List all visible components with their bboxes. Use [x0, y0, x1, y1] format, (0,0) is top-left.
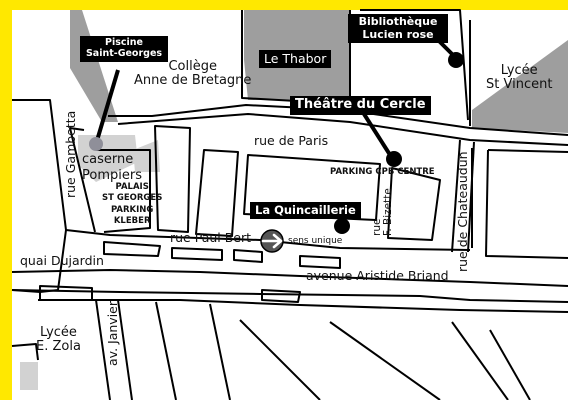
label-palais: PALAIS ST GEORGES PARKING KLEBER — [102, 182, 163, 227]
south-street-a — [155, 301, 177, 400]
streets — [11, 9, 568, 400]
label-quai-dujardin: quai Dujardin — [20, 253, 104, 268]
building-lycee-zola — [20, 362, 38, 390]
lycee-zola-outline — [11, 343, 39, 361]
rue-paul-bert-south — [65, 229, 471, 251]
avenue-briand-north — [11, 289, 568, 303]
block-palais — [96, 149, 151, 233]
av-janvier-east — [117, 299, 133, 400]
label-parking-cpb: PARKING CPB CENTRE — [330, 167, 435, 177]
label-lycee-st-vincent: Lycée St Vincent — [486, 63, 553, 93]
quai-dujardin-edge — [11, 269, 568, 287]
rue-chateaudun-west — [451, 139, 461, 253]
block-palais-east — [154, 125, 191, 233]
label-rue-chateaudun: rue de Chateaudun — [455, 151, 470, 272]
marker-quincaillerie-icon[interactable] — [334, 218, 350, 234]
block-south-a — [39, 285, 93, 301]
south-street-b — [209, 303, 231, 400]
marker-bibliotheque-icon[interactable] — [448, 52, 464, 68]
label-rue-paul-bert: rue Paul Bert — [170, 230, 252, 245]
leader-piscine — [94, 69, 120, 145]
building-caserne — [133, 140, 160, 172]
av-janvier-west — [95, 299, 111, 400]
label-caserne: caserne Pompiers — [82, 152, 142, 184]
rue-chateaudun-east — [467, 141, 475, 253]
block-small-d — [299, 255, 341, 269]
label-av-janvier: av. Janvier — [105, 300, 120, 366]
block-east-outline — [485, 149, 568, 259]
block-small-c — [233, 249, 263, 263]
leader-theatre — [362, 112, 394, 160]
block-cpb — [243, 154, 381, 221]
block-small-b — [171, 247, 223, 261]
label-rue-gambetta: rue Gambetta — [63, 110, 78, 198]
street-edge-gambetta — [69, 127, 96, 233]
rue-de-paris-south — [117, 113, 568, 146]
south-street-d — [329, 321, 441, 400]
label-college: Collège Anne de Bretagne — [134, 59, 252, 89]
block-east-top — [487, 149, 568, 153]
block-bizette — [387, 167, 441, 241]
street-edge-west — [11, 99, 67, 293]
label-lycee-zola: Lycée E. Zola — [36, 325, 81, 355]
label-sens-unique: sens unique — [288, 236, 343, 246]
block-small-a — [103, 241, 161, 257]
marker-piscine-icon[interactable] — [89, 137, 103, 151]
label-thabor[interactable]: Le Thabor — [259, 50, 332, 69]
label-rue-de-paris: rue de Paris — [254, 133, 329, 148]
bibliotheque-outline — [360, 9, 469, 121]
label-avenue-briand: avenue Aristide Briand — [306, 268, 449, 283]
avenue-briand-south — [38, 299, 568, 313]
label-quincaillerie[interactable]: La Quincaillerie — [250, 202, 361, 220]
marker-theatre-icon[interactable] — [386, 151, 402, 167]
label-rue-bizette: rue F. Bizette — [371, 188, 395, 236]
south-street-c — [239, 319, 321, 400]
label-bibliotheque[interactable]: Bibliothèque Lucien rose — [348, 14, 448, 44]
arrow-right-icon — [260, 229, 284, 253]
south-street-f — [489, 329, 531, 400]
label-piscine[interactable]: Piscine Saint-Georges — [80, 36, 168, 62]
label-theatre[interactable]: Théâtre du Cercle — [290, 96, 431, 115]
buildings — [20, 10, 568, 390]
block-south-b — [261, 289, 301, 303]
block-central-a — [195, 149, 239, 237]
south-street-e — [451, 321, 509, 400]
building-lycee-st-vincent — [472, 40, 568, 133]
